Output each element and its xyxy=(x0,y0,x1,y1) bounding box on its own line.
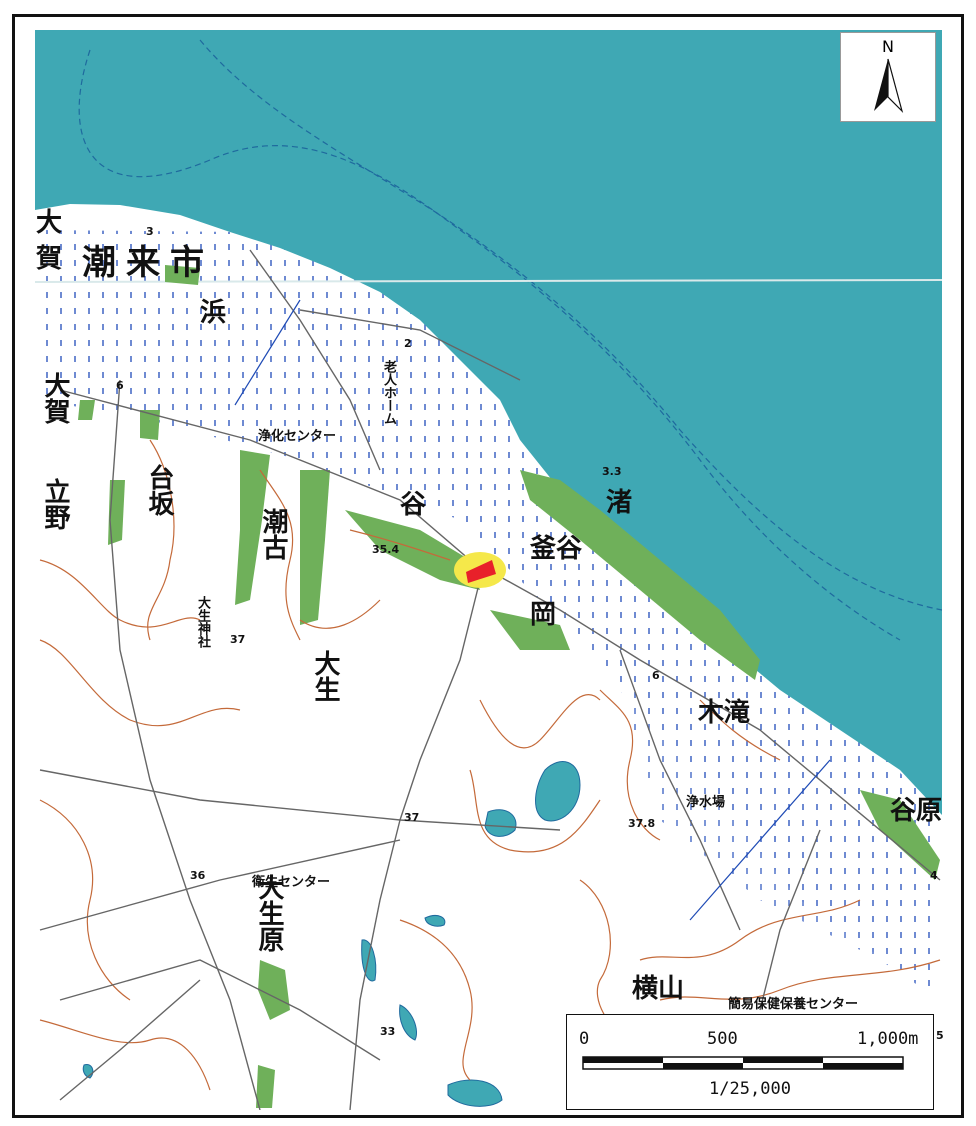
place-label: 浜 xyxy=(200,298,227,328)
facility-label: 浄水場 xyxy=(686,795,726,810)
elevation-label: 3.3 xyxy=(602,465,622,478)
target-site xyxy=(466,560,496,583)
paddy-field xyxy=(600,620,940,1000)
place-label: 立野 xyxy=(40,478,70,530)
north-arrow-icon xyxy=(874,58,904,114)
elevation-label: 35.4 xyxy=(372,543,400,556)
scale-tick-500: 500 xyxy=(707,1029,738,1049)
elevation-label: 37 xyxy=(404,811,420,824)
place-label: 釜谷 xyxy=(530,534,583,564)
scale-ratio: 1/25,000 xyxy=(709,1079,791,1099)
scale-bar: 0 500 1,000m 1/25,000 xyxy=(566,1014,934,1110)
place-label: 台坂 xyxy=(144,464,174,516)
facility-label: 浄化センター xyxy=(258,429,337,444)
facility-label: 老人ホーム xyxy=(381,360,396,425)
north-arrow: N xyxy=(840,32,936,122)
place-label: 木滝 xyxy=(698,698,751,728)
place-label: 渚 xyxy=(606,488,633,518)
place-label: 大生 xyxy=(310,650,340,702)
place-label: 賀 xyxy=(36,244,63,274)
scale-tick-0: 0 xyxy=(579,1029,590,1049)
facility-label: 簡易保健保養センター xyxy=(728,997,859,1012)
elevation-label: 36 xyxy=(190,869,206,882)
elevation-label: 37.8 xyxy=(628,817,656,830)
elevation-label: 6 xyxy=(652,669,660,682)
elevation-label: 37 xyxy=(230,633,246,646)
elevation-label: 2 xyxy=(404,337,412,350)
place-label: 岡 xyxy=(530,600,557,630)
scale-bar-graphic xyxy=(582,1056,904,1070)
place-label: 大賀 xyxy=(40,372,70,424)
elevation-label: 33 xyxy=(380,1025,396,1038)
facility-label: 衛生センター xyxy=(252,875,331,890)
place-label: 横山 xyxy=(632,974,685,1004)
paddy-field xyxy=(40,230,940,1000)
place-label: 谷原 xyxy=(890,796,943,826)
facility-label: 大生神社 xyxy=(195,596,210,648)
place-label: 大 xyxy=(36,208,63,238)
elevation-label: 3 xyxy=(146,225,154,238)
elevation-label: 6 xyxy=(116,379,124,392)
elevation-label: 5 xyxy=(936,1029,944,1042)
city-label: 潮来市 xyxy=(82,243,214,283)
north-letter: N xyxy=(882,37,894,56)
place-label: 潮古 xyxy=(258,508,288,560)
scale-tick-1000: 1,000m xyxy=(857,1029,919,1049)
place-label: 大生原 xyxy=(254,874,284,952)
place-label: 谷 xyxy=(400,490,427,520)
elevation-label: 4 xyxy=(930,869,938,882)
